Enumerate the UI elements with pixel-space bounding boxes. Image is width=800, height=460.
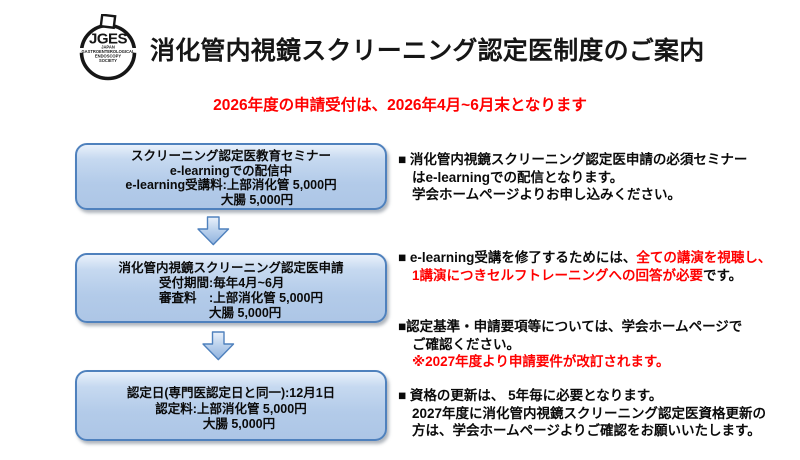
note-criteria: ■認定基準・申請要項等については、学会ホームページで ご確認ください。 ※202… <box>398 318 796 371</box>
note-text-highlight: 全ての講演を視聴し、 <box>636 250 772 265</box>
note-line: 2027年度に消化管内視鏡スクリーニング認定医資格更新の <box>412 405 767 421</box>
flow-box-application-details: 受付期間:毎年4月~6月 審査料 :上部消化管 5,000円 大腸 5,000円 <box>77 276 385 321</box>
note-line: ■ 消化管内視鏡スクリーニング認定医申請の必須セミナー <box>398 152 748 167</box>
note-line: ■認定基準・申請要項等については、学会ホームページで <box>398 319 743 334</box>
note-renewal: ■ 資格の更新は、 5年毎に必要となります。 2027年度に消化管内視鏡スクリー… <box>398 387 796 440</box>
flow-box-certification-date: 認定日(専門医認定日と同一):12月1日 <box>126 386 336 400</box>
note-line: ■ e-learning受講を修了するためには、全ての講演を視聴し、 <box>398 249 796 267</box>
flow-box-seminar-delivery: e-learningでの配信中 <box>169 163 293 178</box>
note-revision-warning: ※2027年度より申請要件が改訂されます。 <box>412 354 670 369</box>
note-line: 方は、学会ホームページよりご確認をお願いいたします。 <box>412 423 761 438</box>
note-line: はe-learningでの配信となります。 <box>412 169 624 185</box>
flow-box-seminar-fee-colon: 大腸 5,000円 <box>220 192 294 207</box>
flow-box-application-title: 消化管内視鏡スクリーニング認定医申請 <box>118 261 344 275</box>
flow-box-application: 消化管内視鏡スクリーニング認定医申請 受付期間:毎年4月~6月 審査料 :上部消… <box>75 253 387 323</box>
flow-box-certification: 認定日(専門医認定日と同一):12月1日 認定料:上部消化管 5,000円 大腸… <box>75 370 387 441</box>
flow-box-certification-fee-colon: 大腸 5,000円 <box>202 417 276 431</box>
logo-society-line: JAPAN <box>101 45 115 50</box>
flow-box-seminar-fee: e-learning受講料:上部消化管 5,000円 <box>125 178 337 192</box>
note-line: ■ 資格の更新は、 5年毎に必要となります。 <box>398 388 663 403</box>
flow-down-arrow-icon <box>197 216 230 246</box>
flow-box-application-period: 受付期間:毎年4月~6月 <box>159 276 285 290</box>
flow-box-application-fee: 審査料 :上部消化管 5,000円 <box>159 291 323 305</box>
note-line: ご確認ください。 <box>412 336 520 352</box>
flow-box-seminar-title: スクリーニング認定医教育セミナー <box>130 149 331 163</box>
page-title: 消化管内視鏡スクリーニング認定医制度のご案内 <box>150 37 705 65</box>
flow-box-seminar: スクリーニング認定医教育セミナー e-learningでの配信中 e-learn… <box>75 143 387 210</box>
note-text: です。 <box>703 267 743 283</box>
note-line: 学会ホームページよりお申し込みください。 <box>412 187 682 202</box>
note-text-highlight: 1講演につきセルフトレーニングへの回答が必要 <box>412 267 704 283</box>
note-text: ■ e-learning受講を修了するためには、 <box>398 250 637 265</box>
application-period-notice: 2026年度の申請受付は、2026年4月~6月末となります <box>213 97 587 114</box>
flow-box-application-fee-colon: 大腸 5,000円 <box>209 306 282 320</box>
jges-logo-icon: JGES JAPAN GASTROENTEROLOGICAL ENDOSCOPY… <box>79 14 137 81</box>
logo-acronym: JGES <box>89 31 128 48</box>
note-line: 1講演につきセルフトレーニングへの回答が必要です。 <box>398 267 796 285</box>
logo-society-line: GASTROENTEROLOGICAL <box>82 49 135 54</box>
logo-society-line: SOCIETY <box>99 58 117 63</box>
flow-down-arrow-icon <box>202 331 235 361</box>
logo-society-line: ENDOSCOPY <box>95 53 121 58</box>
note-seminar: ■ 消化管内視鏡スクリーニング認定医申請の必須セミナー はe-learningで… <box>398 151 796 204</box>
note-elearning-requirements: ■ e-learning受講を修了するためには、全ての講演を視聴し、 1講演につ… <box>398 249 796 284</box>
flow-box-certification-fee: 認定料:上部消化管 5,000円 <box>155 401 307 416</box>
